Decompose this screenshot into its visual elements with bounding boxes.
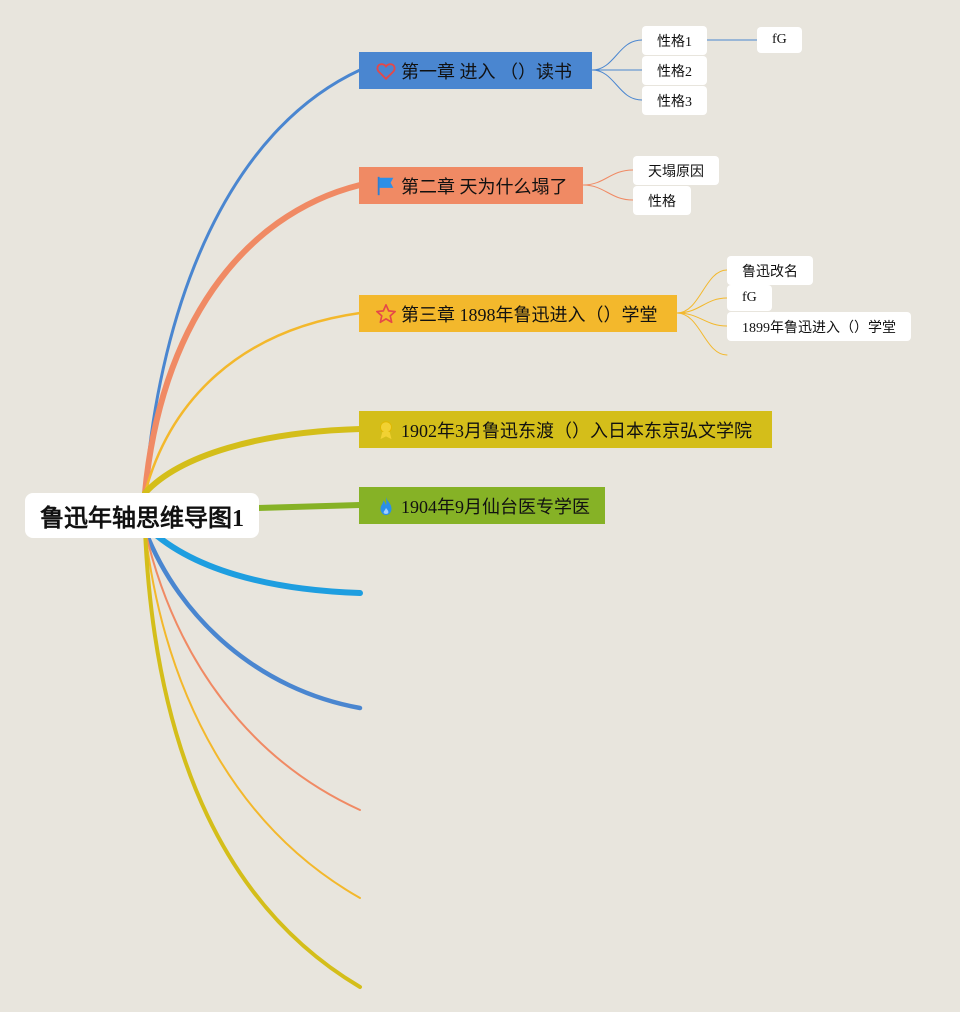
- branch-line-empty-4: [144, 529, 361, 899]
- topic-label: 1902年3月鲁迅东渡（）入日本东京弘文学院: [401, 420, 752, 441]
- flag-icon: [375, 175, 397, 197]
- topic-1902[interactable]: 1902年3月鲁迅东渡（）入日本东京弘文学院: [359, 411, 772, 448]
- fire-icon: [375, 495, 397, 517]
- root-topic[interactable]: 鲁迅年轴思维导图1: [25, 493, 259, 538]
- subtopic-ch3-item[interactable]: fG: [727, 285, 772, 311]
- heart-icon: [375, 60, 397, 82]
- subtopic-ch2-item[interactable]: 性格: [633, 186, 691, 215]
- topic-chapter-2[interactable]: 第二章 天为什么塌了: [359, 167, 583, 204]
- medal-icon: [375, 419, 397, 441]
- subtopic-ch2-item[interactable]: 天塌原因: [633, 156, 719, 185]
- sub-line-ch3-1: [676, 269, 728, 314]
- topic-label: 第一章 进入 （）读书: [401, 61, 572, 82]
- topic-label: 第三章 1898年鲁迅进入（）学堂: [401, 304, 658, 325]
- branch-line-empty-5: [143, 528, 362, 989]
- sub-line-ch1-1: [591, 39, 643, 71]
- branch-line-1902: [142, 426, 363, 496]
- topic-label: 第二章 天为什么塌了: [401, 176, 568, 197]
- subtopic-ch3-item[interactable]: 鲁迅改名: [727, 256, 813, 285]
- topic-chapter-1[interactable]: 第一章 进入 （）读书: [359, 52, 592, 89]
- sub-line-ch3-4: [676, 312, 728, 356]
- branch-line-empty-2: [142, 527, 363, 711]
- topic-chapter-3[interactable]: 第三章 1898年鲁迅进入（）学堂: [359, 295, 677, 332]
- subtopic-ch1-child[interactable]: fG: [757, 27, 802, 53]
- branch-line-ch1: [143, 68, 362, 495]
- topic-1904[interactable]: 1904年9月仙台医专学医: [359, 487, 605, 524]
- subtopic-ch3-item[interactable]: 1899年鲁迅进入（）学堂: [727, 312, 911, 341]
- topic-label: 1904年9月仙台医专学医: [401, 496, 590, 517]
- subtopic-ch1-item[interactable]: 性格3: [642, 86, 707, 115]
- branch-line-empty-3: [144, 529, 361, 811]
- sub-line-ch3-2: [676, 297, 728, 314]
- branch-line-1904: [255, 502, 363, 511]
- subtopic-ch1-item[interactable]: 性格2: [642, 56, 707, 85]
- branch-line-ch2: [142, 182, 363, 496]
- star-icon: [375, 303, 397, 325]
- subtopic-ch1-item[interactable]: 性格1: [642, 26, 707, 55]
- sub-line-ch1-3: [591, 69, 643, 101]
- branch-line-empty-1: [142, 522, 363, 596]
- sub-line-ch2-1: [582, 169, 634, 186]
- sub-line-ch2-2: [582, 184, 634, 201]
- branch-line-ch3: [143, 311, 362, 495]
